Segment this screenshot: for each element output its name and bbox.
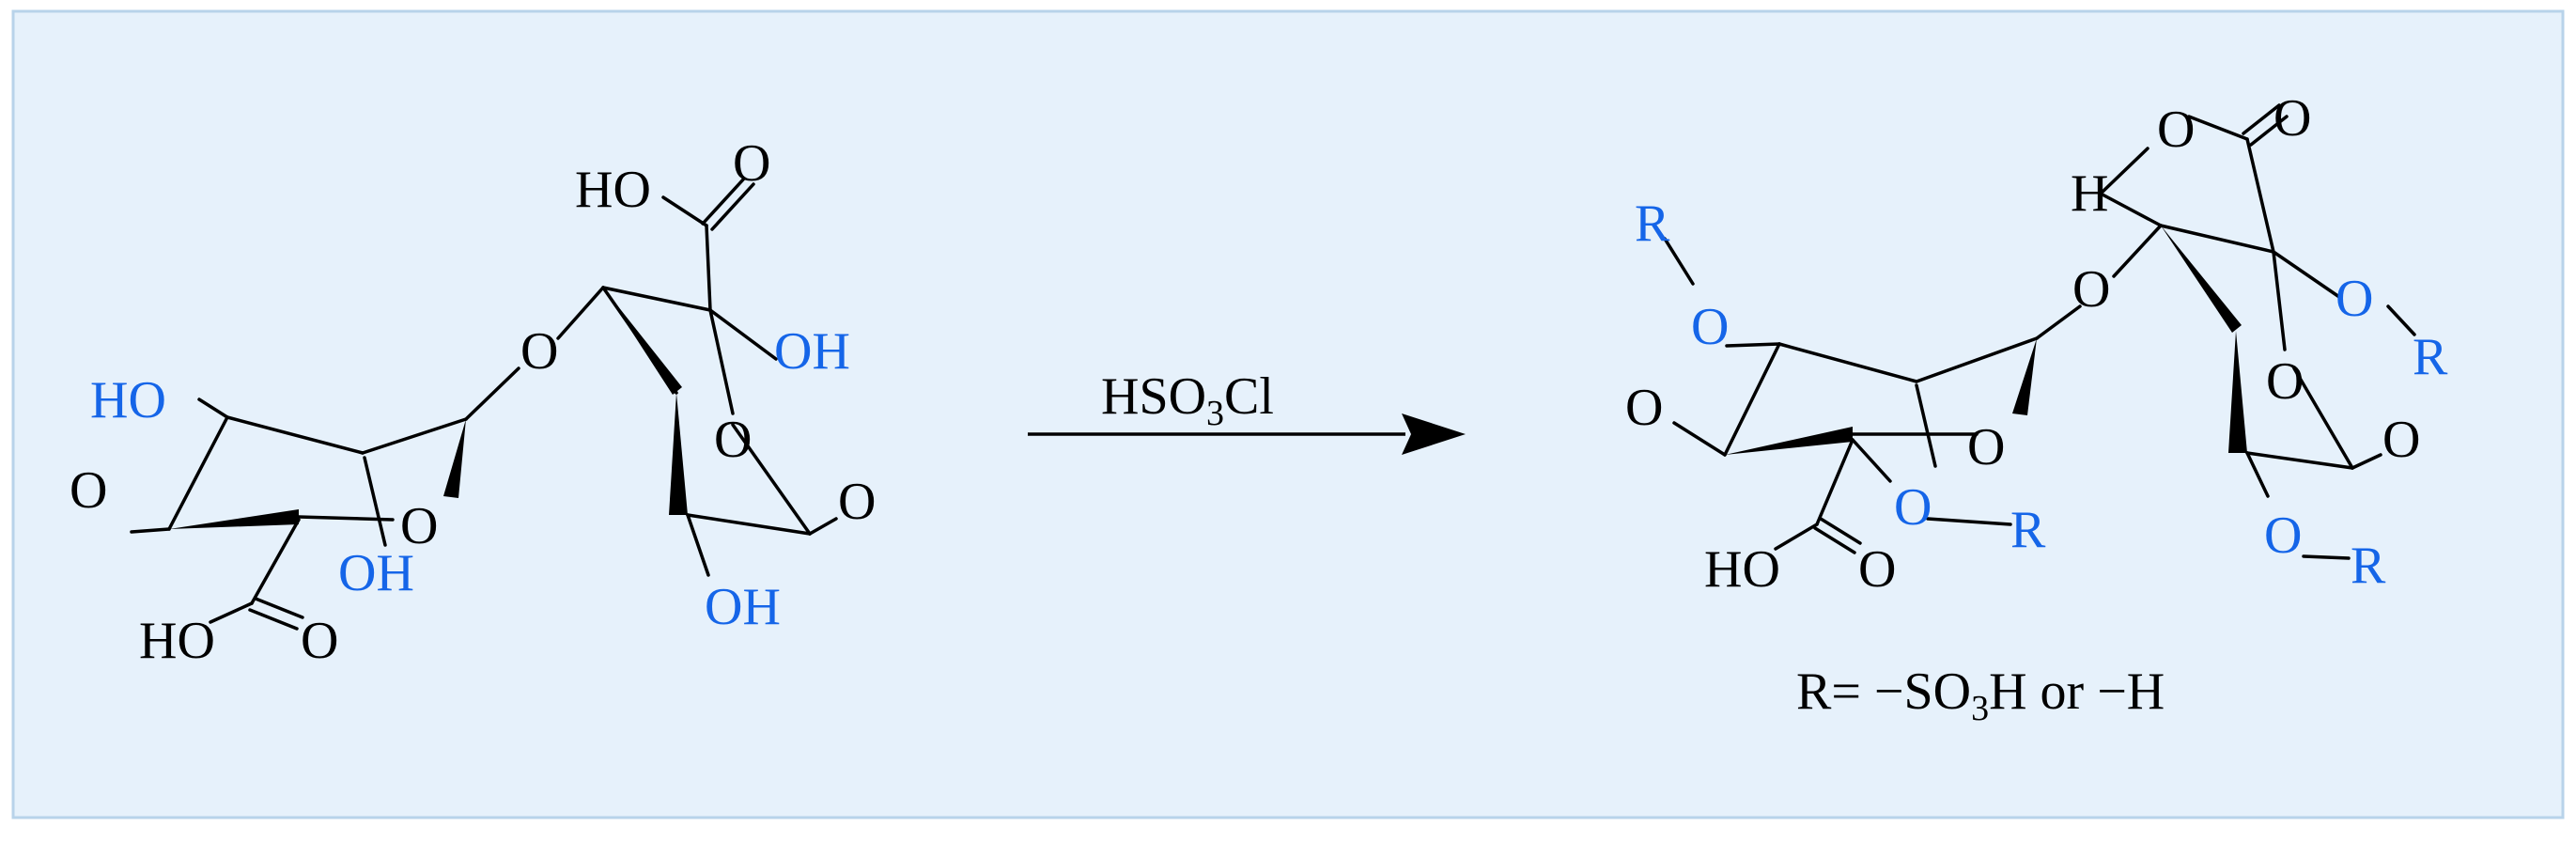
reagent-tail: Cl (1224, 367, 1274, 426)
product-o-bridge: O (2072, 260, 2110, 319)
reactant-ho-top: HO (575, 161, 651, 219)
r-definition-lhs: R= −SO (1796, 663, 1971, 721)
product-o-right-upper: O (2335, 270, 2373, 328)
reactant-o-carbonyl-bottom: O (301, 612, 338, 670)
reagent-label: HSO3Cl (1101, 367, 1274, 433)
reactant-structure: HO O O OH HO O O OH O O OH HO O (70, 134, 876, 670)
r-group-definition: R= −SO3H or −H (1796, 663, 2165, 728)
r-definition-rhs: H or −H (1989, 663, 2165, 721)
reactant-wedge-left (169, 509, 299, 529)
product-o-ring-left: O (1967, 418, 2005, 476)
reactant-ho-left: HO (90, 371, 166, 429)
reactant-o-left: O (70, 461, 107, 520)
reactant-o-bridge: O (520, 322, 558, 381)
product-wedge-anomeric (2012, 338, 2037, 415)
product-o-carbonyl-bottom: O (1858, 540, 1896, 599)
product-o-top-left: O (2157, 101, 2195, 159)
product-o-mid-lower: O (1894, 478, 1932, 537)
product-o-left-upper: O (1691, 298, 1729, 356)
product-o-right: O (2382, 411, 2420, 469)
reactant-o-ring-right: O (714, 411, 752, 469)
reactant-wedge-anomeric (443, 419, 466, 498)
reactant-o-carbonyl-top: O (733, 134, 770, 193)
product-wedge-left (1725, 427, 1853, 455)
product-o-right-lower: O (2264, 507, 2302, 565)
product-ho-bottom: HO (1704, 540, 1780, 599)
reactant-bonds (130, 177, 838, 631)
product-h-top: H (2071, 164, 2108, 223)
reaction-arrow (1028, 413, 1466, 455)
reagent-subscript: 3 (1206, 394, 1224, 433)
reactant-labels: HO O O OH HO O O OH O O OH HO O (70, 134, 876, 670)
product-wedge-right-top (2161, 226, 2242, 333)
product-r-right-upper: R (2413, 328, 2448, 386)
reactant-oh-mid: OH (338, 544, 414, 602)
product-bonds (1663, 103, 2416, 560)
reaction-arrow-head (1402, 413, 1466, 455)
product-labels: O O H O R O O R O O O O O R O R HO O (1625, 89, 2448, 599)
reactant-o-right: O (838, 473, 876, 531)
reactant-ho-bottom: HO (139, 612, 215, 670)
product-structure: O O H O R O O R O O O O O R O R HO O R= … (1625, 89, 2448, 728)
r-definition-subscript: 3 (1971, 689, 1989, 728)
reactant-wedge-right (669, 393, 688, 515)
product-o-ring-right: O (2266, 352, 2304, 411)
reactant-wedge-right-top (603, 288, 682, 395)
product-r-mid-lower: R (2010, 501, 2046, 559)
product-wedge-right (2228, 331, 2247, 453)
panel-background (11, 9, 2565, 819)
reactant-oh-right-upper: OH (774, 322, 850, 381)
reactant-o-ring-left: O (400, 497, 438, 555)
reagent-main: HSO (1101, 367, 1206, 426)
product-o-top-right: O (2273, 89, 2311, 148)
reactant-oh-bottom-right: OH (705, 578, 781, 636)
product-o-left: O (1625, 379, 1663, 437)
product-r-top-left: R (1635, 195, 1670, 253)
product-r-right-lower: R (2351, 537, 2386, 595)
